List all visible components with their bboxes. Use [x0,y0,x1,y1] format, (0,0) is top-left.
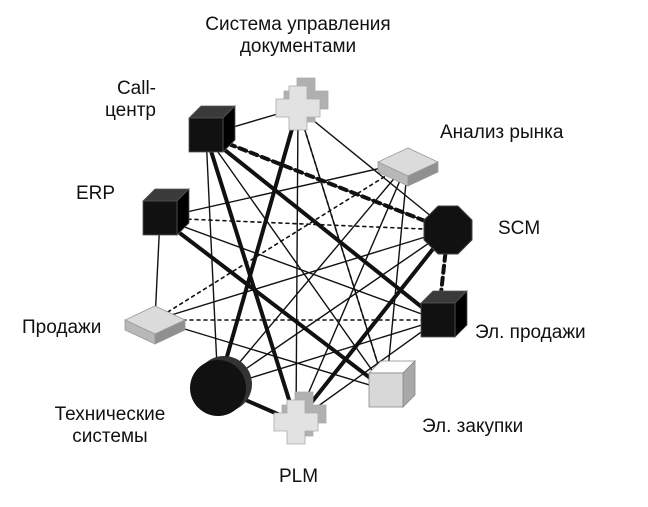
node-market [377,147,439,187]
edge-erp-eproc [158,216,388,392]
node-label-docs-line2: документами [239,36,357,57]
edge-docs-tech [216,106,300,390]
node-label-scm: SCM [498,218,540,240]
edge-docs-eproc [297,107,387,391]
node-label-call-line2: центр [105,100,156,121]
node-label-esales-line1: Эл. продажи [475,322,586,343]
node-label-sales: Продажи [22,317,101,339]
node-label-esales: Эл. продажи [475,322,586,344]
node-label-call: Call- центр [80,78,156,122]
edge-erp-scm [159,217,449,231]
node-label-plm: PLM [279,466,318,488]
edge-market-tech [217,161,409,389]
edge-eproc-market [385,161,409,391]
edge-tech-scm [217,229,449,389]
node-label-call-line1: Call- [116,78,156,99]
edge-docs-plm [295,107,299,423]
node-label-eproc: Эл. закупки [422,416,523,438]
node-docs [275,77,329,131]
node-sales [124,305,186,345]
node-label-erp: ERP [76,183,115,205]
node-layer [124,77,473,445]
node-erp [142,188,190,236]
edge-scm-plm [294,228,450,424]
node-label-scm-line1: SCM [498,218,541,239]
node-label-docs: Система управления документами [178,14,418,58]
node-label-market: Анализ рынка [440,122,563,144]
edge-esales-erp [159,217,439,321]
node-label-plm-line1: PLM [279,466,319,487]
node-call [188,105,236,153]
node-label-tech-line1: Технические [54,404,166,425]
node-esales [420,290,468,338]
node-label-tech-line2: системы [72,426,148,447]
edge-sales-eproc [154,319,387,391]
edge-market-sales [154,161,409,321]
node-label-docs-line1: Система управления [205,14,391,35]
node-plm [273,391,327,445]
node-label-erp-line1: ERP [76,183,116,204]
edge-call-scm [204,133,450,232]
node-label-tech: Технические системы [22,404,198,448]
node-label-market-line1: Анализ рынка [440,122,564,143]
edge-call-tech [205,134,219,389]
node-eproc [368,360,416,408]
edge-tech-esales [217,319,439,389]
node-label-eproc-line1: Эл. закупки [422,416,524,437]
edge-docs-scm [297,107,449,231]
edge-scm-sales [154,229,449,321]
edge-erp-market [159,161,409,219]
node-tech [190,356,252,416]
node-scm [423,205,473,255]
node-label-sales-line1: Продажи [22,317,102,338]
edge-market-plm [295,161,409,423]
